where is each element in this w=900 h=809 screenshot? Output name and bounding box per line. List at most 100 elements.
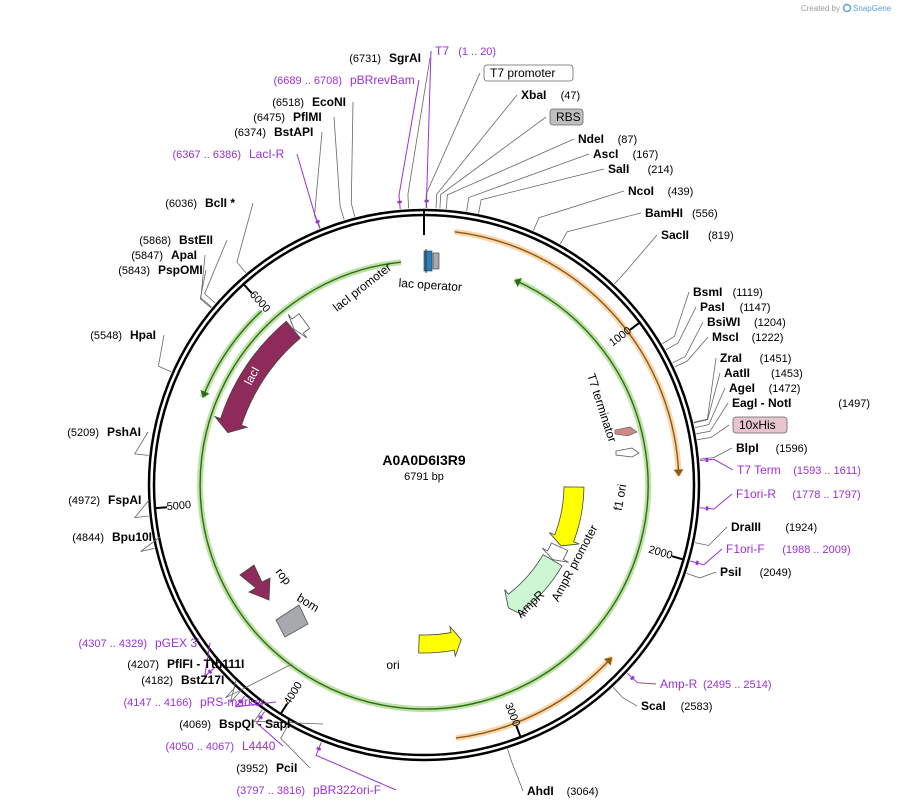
feature-name: T7 promoter — [490, 66, 555, 80]
site-name: ApaI — [171, 248, 197, 262]
leader-line — [699, 447, 733, 460]
site-position: (6518) — [272, 97, 304, 109]
leader-line — [693, 357, 717, 423]
plasmid-center: A0A0D6I3R9 6791 bp — [382, 452, 465, 483]
site-name: T7 Term — [737, 463, 781, 477]
site-label-enzyme: EagI - NotI(1497) — [696, 396, 870, 435]
feature-laci: lacI — [213, 320, 301, 434]
site-name: SgrAI — [389, 51, 421, 65]
site-name: T7 — [435, 44, 449, 58]
site-position: (1453) — [771, 368, 803, 380]
leader-line — [699, 458, 734, 471]
site-label-enzyme: (6518) EcoNI — [272, 95, 356, 217]
site-name: SalI — [608, 162, 629, 176]
site-label-enzyme: BamHI(556) — [559, 206, 718, 245]
site-label-primer: (4147 .. 4166)pRS-marker — [124, 695, 277, 709]
site-name: PshAI — [107, 425, 141, 439]
site-label-primer: T7 Term(1593 .. 1611) — [699, 457, 861, 477]
site-label-enzyme: (4069)BspQI - SapI — [179, 709, 324, 731]
site-label-primer: F1ori-F(1988 .. 2009) — [690, 542, 851, 566]
credit-prefix: Created by — [801, 4, 840, 13]
leader-line — [559, 212, 642, 245]
site-name: F1ori-R — [736, 487, 776, 501]
site-label-enzyme: (5868)BstEII — [139, 233, 228, 304]
site-position: (439) — [668, 186, 694, 198]
leader-line — [280, 725, 311, 769]
site-name: PciI — [276, 761, 297, 775]
leader-line — [133, 499, 150, 519]
site-label-enzyme: NdeI (87) — [445, 132, 638, 209]
site-label-enzyme: (4972)FspAI — [68, 493, 150, 519]
leader-line — [203, 642, 216, 678]
site-position: (5847) — [131, 250, 163, 262]
site-name: Amp-R — [660, 677, 698, 691]
leader-line — [686, 571, 717, 579]
site-position: (1147) — [740, 302, 771, 314]
site-name: EagI - NotI — [732, 396, 791, 410]
site-label-enzyme: BlpI(1596) — [699, 441, 807, 460]
leader-line — [140, 536, 161, 552]
site-name: L4440 — [242, 739, 276, 753]
feature-rop: rop — [239, 564, 295, 601]
site-position: (6475) — [253, 112, 285, 124]
feature-arc — [199, 308, 264, 399]
site-name: NcoI — [628, 184, 654, 198]
site-name: PsiI — [720, 565, 741, 579]
leader-line — [672, 321, 704, 364]
tick-label: 4000 — [282, 680, 305, 707]
leader-line — [694, 526, 728, 546]
leader-line — [626, 672, 657, 685]
site-label-enzyme: SacII(819) — [614, 228, 734, 285]
site-label-enzyme: (6475) PflMI — [253, 110, 345, 220]
site-position: (87) — [618, 134, 638, 146]
feature-name: RBS — [556, 110, 581, 124]
site-label-enzyme: MscI(1222) — [674, 330, 783, 368]
leader-line — [697, 424, 730, 441]
leader-line — [333, 116, 345, 220]
site-position: (3064) — [567, 786, 599, 798]
site-labels: (6731)SgrAI(6689 .. 6708)pBRrevBam(6518)… — [67, 44, 870, 798]
leader-line — [466, 153, 590, 212]
primer-marker — [316, 746, 322, 751]
site-name: XbaI — [521, 88, 546, 102]
site-position: (5548) — [90, 330, 122, 342]
site-position: (4182) — [141, 675, 173, 687]
site-label-primer: Amp-R (2495 .. 2514) — [626, 672, 772, 691]
site-position: (3797 .. 3816) — [237, 785, 306, 797]
site-position: (2583) — [681, 701, 713, 713]
site-name: PasI — [700, 300, 725, 314]
primer-marker — [237, 699, 243, 704]
credit-brand: SnapGene — [853, 4, 892, 13]
site-label-feature_box: T7 promoter — [425, 64, 574, 209]
site-label-enzyme: BsmI(1119) — [661, 285, 763, 345]
site-position: (5843) — [118, 265, 150, 277]
leader-line — [439, 116, 547, 209]
site-name: ScaI — [641, 699, 666, 713]
leader-line — [314, 131, 323, 229]
site-name: BstEII — [179, 233, 213, 247]
feature-f1-ori: f1 ori — [548, 483, 629, 547]
site-name: AhdI — [527, 784, 554, 798]
site-name: NdeI — [578, 132, 604, 146]
site-name: FspAI — [108, 493, 141, 507]
site-name: BamHI — [645, 206, 683, 220]
site-label-enzyme: DraIII(1924) — [694, 520, 817, 546]
site-name: EcoNI — [312, 95, 346, 109]
leader-line — [507, 748, 524, 792]
site-label-enzyme: XbaI(47) — [435, 88, 580, 209]
site-name: PflMI — [293, 110, 322, 124]
leader-line — [425, 72, 481, 209]
site-position: (1 .. 20) — [458, 46, 496, 58]
primer-marker — [315, 219, 321, 224]
site-position: (6367 .. 6386) — [173, 149, 242, 161]
site-label-feature_box: RBS — [439, 108, 584, 209]
site-label-primer: (3797 .. 3816)pBR322ori-F — [237, 742, 397, 797]
site-label-primer: (4307 .. 4329)pGEX 3' — [79, 636, 216, 678]
site-position: (6731) — [349, 53, 381, 65]
plasmid-size: 6791 bp — [404, 471, 444, 483]
tick-mark — [280, 703, 288, 714]
site-position: (6689 .. 6708) — [274, 75, 343, 87]
feature-label: lac operator — [398, 276, 462, 294]
feature-lac-operator: lac operator — [398, 249, 462, 294]
site-position: (2495 .. 2514) — [703, 679, 772, 691]
